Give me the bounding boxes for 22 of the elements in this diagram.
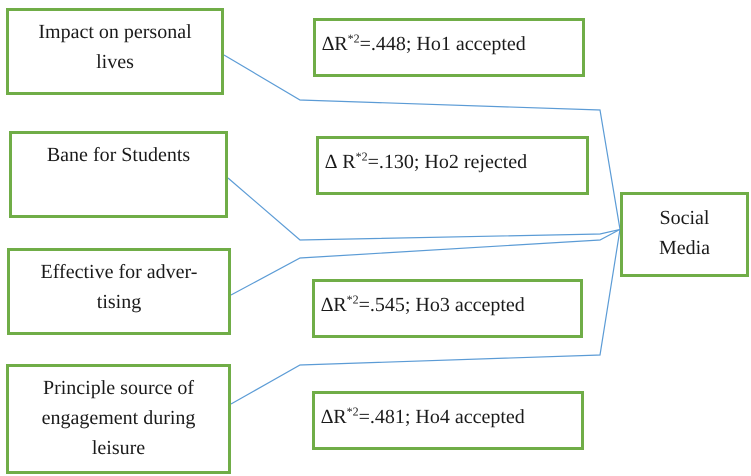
result-box (312, 279, 583, 338)
result-box (312, 391, 584, 450)
connector-line (230, 229, 621, 405)
connector-line (228, 178, 620, 241)
factor-box (6, 8, 224, 95)
result-text: ∆R$^{*2}$=.448; Ho1 accepted (322, 33, 526, 55)
factor-box (6, 364, 231, 474)
node-label: Principle source of engagement during leisure (42, 377, 196, 459)
connector-line (230, 228, 620, 296)
outcome-box (620, 192, 749, 277)
result-box (313, 18, 585, 77)
node-label: Bane for Students (46, 144, 190, 166)
node-label: Impact on personal lives (38, 21, 192, 73)
result-text: ∆R$^{*2}$=.481; Ho4 accepted (321, 406, 525, 428)
node-label: Effective for adver- tising (40, 261, 198, 313)
factor-box (7, 248, 231, 335)
connector-line (224, 54, 621, 230)
factor-box (9, 131, 228, 218)
node-label: Social Media (658, 207, 710, 259)
result-text: ∆ R$^{*2}$=.130; Ho2 rejected (325, 151, 528, 173)
result-text: ∆R$^{*2}$=.545; Ho3 accepted (321, 294, 525, 316)
result-box (316, 136, 589, 195)
